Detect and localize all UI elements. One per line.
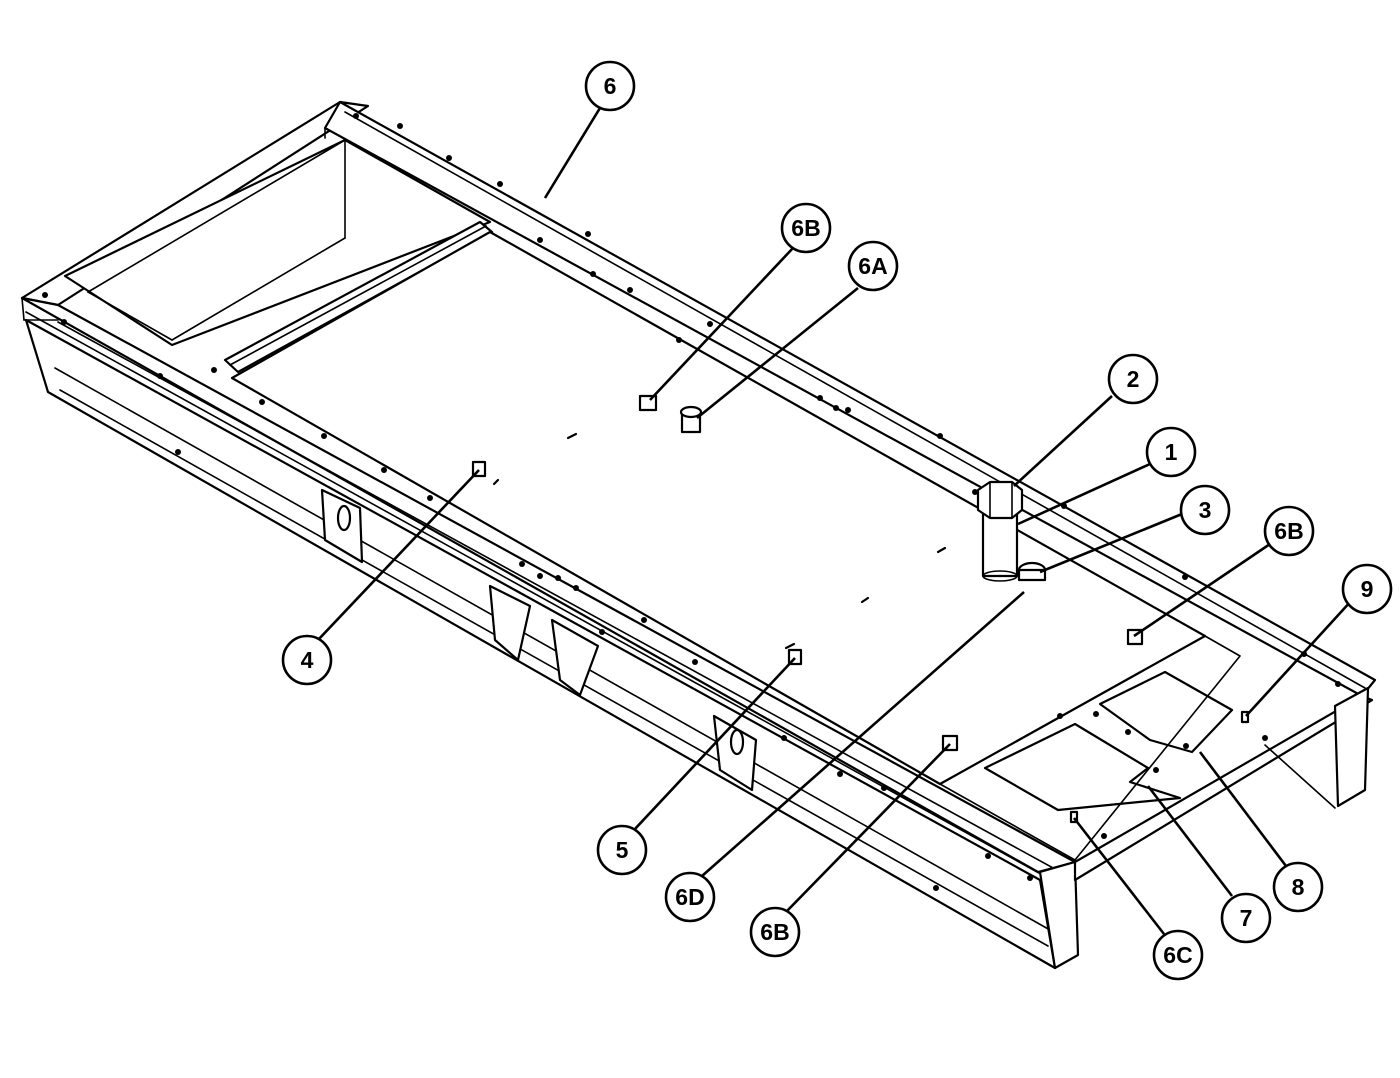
leader-6b-top [649, 247, 794, 401]
gusset-4-hole [729, 728, 745, 756]
callout-6b-bottom: 6B [749, 906, 801, 958]
svg-text:6B: 6B [1274, 518, 1303, 544]
deck-slots [492, 432, 947, 650]
leader-1 [1017, 462, 1151, 526]
leader-6b-right [1133, 542, 1271, 638]
stud-6c [1069, 810, 1079, 824]
plate-outline [939, 635, 1241, 861]
svg-text:6: 6 [604, 73, 617, 99]
front-end-flange [1038, 860, 1080, 970]
mounting-holes [42, 113, 1341, 891]
leader-6b-bottom [785, 743, 951, 913]
svg-text:9: 9 [1361, 576, 1374, 602]
leader-2 [1013, 395, 1113, 487]
leader-8 [1198, 751, 1288, 867]
leader-9 [1245, 599, 1353, 717]
callout-4: 4 [281, 634, 333, 686]
svg-text:8: 8 [1292, 874, 1305, 900]
leader-5 [633, 657, 796, 831]
callout-1: 1 [1145, 426, 1197, 478]
access-plate-8 [1098, 670, 1234, 754]
gusset-2 [488, 584, 532, 662]
svg-text:2: 2 [1127, 366, 1140, 392]
callout-6b-top: 6B [780, 202, 832, 254]
leader-6d [701, 591, 1025, 877]
gusset-1-hole [336, 504, 352, 532]
gusset-3 [550, 618, 600, 697]
callout-6c: 6C [1152, 929, 1204, 981]
callout-6: 6 [584, 60, 636, 112]
callout-7: 7 [1220, 892, 1272, 944]
callout-8: 8 [1272, 861, 1324, 913]
callout-5: 5 [596, 824, 648, 876]
leader-4 [317, 469, 480, 641]
svg-text:6B: 6B [791, 215, 820, 241]
fitting-6b-top [638, 394, 658, 412]
callout-6d: 6D [664, 871, 716, 923]
callout-6a: 6A [847, 240, 899, 292]
access-plate-7 [983, 722, 1182, 812]
callout-2: 2 [1107, 353, 1159, 405]
svg-text:7: 7 [1240, 905, 1253, 931]
leader-6a [696, 286, 859, 420]
svg-text:6D: 6D [675, 884, 704, 910]
svg-text:5: 5 [616, 837, 629, 863]
fitting-6a [679, 405, 703, 434]
callout-6b-right: 6B [1263, 505, 1315, 557]
base-frame [20, 100, 1377, 970]
svg-text:3: 3 [1199, 497, 1212, 523]
svg-text:6B: 6B [760, 919, 789, 945]
left-end-box [63, 138, 492, 347]
svg-text:6A: 6A [858, 253, 887, 279]
svg-text:1: 1 [1165, 439, 1178, 465]
leader-3 [1039, 512, 1183, 574]
leader-7 [1146, 785, 1234, 897]
callout-3: 3 [1179, 484, 1231, 536]
callout-9: 9 [1341, 563, 1393, 615]
right-end-rail [1073, 694, 1374, 882]
leader-6c [1072, 817, 1166, 935]
right-end-web [1333, 686, 1370, 808]
svg-text:6C: 6C [1163, 942, 1192, 968]
vertical-pipe [976, 480, 1024, 582]
leader-6 [543, 107, 602, 199]
leader-lines [317, 107, 1353, 935]
svg-text:4: 4 [301, 647, 314, 673]
stud-9 [1240, 710, 1250, 724]
